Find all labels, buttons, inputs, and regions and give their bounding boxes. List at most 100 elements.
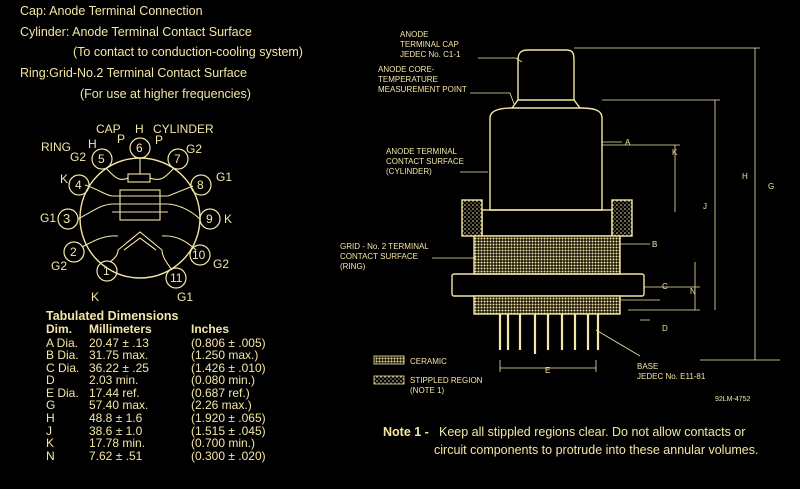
mm-cell: 38.6 ± 1.0 <box>89 423 143 438</box>
table-row: B Dia. 31.75 max. (1.250 max.) <box>46 349 311 362</box>
label-k-4: K <box>60 172 69 186</box>
ring-label-3: (RING) <box>340 262 366 271</box>
tube-neck <box>511 99 581 109</box>
internal-structure <box>77 158 201 271</box>
dim-letter-e: E <box>545 366 551 375</box>
dim-cell: B Dia. <box>46 348 79 363</box>
pin-number-6: 6 <box>136 141 143 155</box>
label-g2-right: G2 <box>186 142 203 156</box>
mm-cell: 48.8 ± 1.6 <box>89 411 143 426</box>
dim-cell: D <box>46 373 55 388</box>
legend-cylinder-note: (To contact to conduction-cooling system… <box>73 45 303 59</box>
label-p-left: P <box>117 132 126 146</box>
mm-cell: 7.62 ± .51 <box>89 448 143 463</box>
ceramic-label: CERAMIC <box>410 357 447 366</box>
legend-cylinder: Cylinder: Anode Terminal Contact Surface <box>20 25 252 39</box>
dim-cell: G <box>46 398 56 413</box>
ceramic-section <box>473 235 621 275</box>
label-ring: RING <box>41 140 71 154</box>
dimensions-table: Dim. Millimeters Inches A Dia. 20.47 ± .1… <box>46 322 311 463</box>
in-cell: (0.080 min.) <box>191 373 256 388</box>
label-cap: CAP <box>96 122 121 136</box>
dim-cell: E Dia. <box>46 385 79 400</box>
table-title: Tabulated Dimensions <box>46 309 179 323</box>
table-header-row: Dim. Millimeters Inches <box>46 322 311 337</box>
ring-label-2: CONTACT SURFACE <box>340 252 418 261</box>
pin-number-1: 1 <box>103 264 110 278</box>
note-label: Note 1 - <box>383 425 429 439</box>
pin-1 <box>96 260 118 282</box>
mm-cell: 2.03 min. <box>89 373 139 388</box>
dim-cell: N <box>46 448 55 463</box>
ring-label-1: GRID - No. 2 TERMINAL <box>340 242 429 251</box>
dim-letter-g: G <box>768 182 775 191</box>
cylinder-label-2: CONTACT SURFACE <box>386 157 464 166</box>
leader-lines <box>432 57 641 357</box>
table-row: N 7.62 ± .51 (0.300 ± .020) <box>46 450 311 463</box>
dim-letter-n: N <box>690 287 696 296</box>
stippled-label-1: STIPPLED REGION <box>410 376 483 385</box>
mm-cell: 20.47 ± .13 <box>89 335 149 350</box>
table-row: A Dia. 20.47 ± .13 (0.806 ± .005) <box>46 335 311 350</box>
dim-letter-c: C <box>662 282 668 291</box>
core-label-3: MEASUREMENT POINT <box>378 85 467 94</box>
in-cell: (0.300 ± .020) <box>191 448 266 463</box>
dim-cell: C Dia. <box>46 360 80 375</box>
dim-letter-j: J <box>703 202 707 211</box>
mm-cell: 31.75 max. <box>89 348 149 363</box>
cap-label-3: JEDEC No. C1-1 <box>400 50 461 59</box>
in-cell: (0.806 ± .005) <box>191 335 266 350</box>
pin-4 <box>68 174 90 196</box>
pin-number-7: 7 <box>174 152 181 166</box>
label-k-1: K <box>91 290 100 304</box>
pin-11 <box>165 267 187 289</box>
mm-cell: 17.44 ref. <box>89 385 140 400</box>
pin-number-3: 3 <box>63 211 71 226</box>
cap-label-2: TERMINAL CAP <box>400 40 459 49</box>
in-cell: (0.700 min.) <box>191 436 256 451</box>
step-section <box>481 209 613 237</box>
base-label-2: JEDEC No. E11-81 <box>637 372 706 381</box>
header-mm: Millimeters <box>89 322 152 336</box>
in-cell: (2.26 max.) <box>191 398 252 413</box>
ceramic-swatch <box>373 355 405 365</box>
legend-ring-note: (For use at higher frequencies) <box>80 87 251 101</box>
label-g2-2: G2 <box>51 259 68 273</box>
pin-7 <box>167 148 189 170</box>
grid-ring-flange <box>451 273 645 297</box>
dim-cell: H <box>46 411 55 426</box>
anode-cylinder <box>489 107 603 211</box>
label-h-left: H <box>88 137 97 151</box>
pin-number-11: 11 <box>170 271 183 285</box>
dim-cell: A Dia. <box>46 335 79 350</box>
header-in: Inches <box>191 322 230 336</box>
in-cell: (1.426 ± .010) <box>191 360 266 375</box>
dimension-lines <box>499 47 780 372</box>
label-cylinder: CYLINDER <box>153 122 214 136</box>
dim-letter-h: H <box>742 172 748 181</box>
pin-2 <box>63 241 85 263</box>
pin-5 <box>91 148 113 170</box>
base-pins <box>498 314 600 354</box>
legend-cap: Cap: Anode Terminal Connection <box>20 4 203 18</box>
in-cell: (0.687 ref.) <box>191 385 250 400</box>
in-cell: (1.250 max.) <box>191 348 259 363</box>
label-h-top: H <box>135 122 144 136</box>
stippled-region-left <box>461 199 483 237</box>
cap-label-1: ANODE <box>400 30 429 39</box>
pin-number-9: 9 <box>206 212 213 226</box>
dim-letter-d: D <box>662 324 668 333</box>
drawing-code: 92LM-4752 <box>715 396 751 403</box>
base-label-1: BASE <box>637 362 659 371</box>
pin-number-2: 2 <box>70 245 77 259</box>
table-row: J 38.6 ± 1.0 (1.515 ± .045) <box>46 425 311 438</box>
stippled-region-right <box>611 199 633 237</box>
dim-cell: J <box>46 423 52 438</box>
in-cell: (1.515 ± .045) <box>191 423 266 438</box>
dim-letter-k: K <box>672 148 678 157</box>
table-row: C Dia.36.22 ± .25(1.426 ± .010) <box>46 362 311 375</box>
